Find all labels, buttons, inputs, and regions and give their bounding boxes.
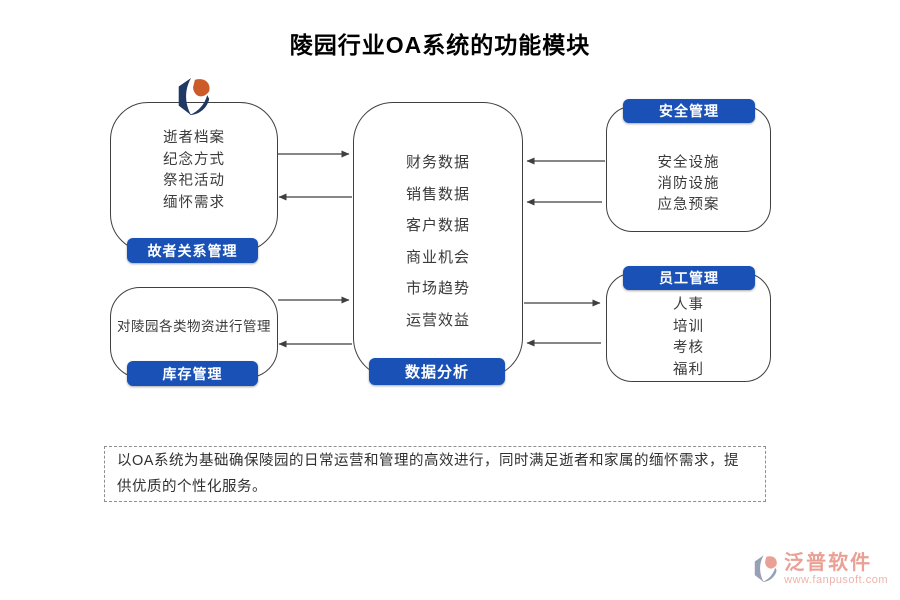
footer-brand-name: 泛普软件 bbox=[784, 552, 873, 574]
page-title: 陵园行业OA系统的功能模块 bbox=[289, 32, 591, 58]
data-analysis-box: 财务数据 销售数据 客户数据 商业机会 市场趋势 运营效益 bbox=[353, 102, 523, 378]
employee-item: 考核 bbox=[673, 340, 704, 356]
deceased-item: 逝者档案 bbox=[163, 130, 225, 146]
summary-box: 以OA系统为基础确保陵园的日常运营和管理的高效进行，同时满足逝者和家属的缅怀需求… bbox=[104, 446, 766, 502]
safety-item: 应急预案 bbox=[657, 197, 720, 213]
deceased-item: 缅怀需求 bbox=[163, 194, 225, 211]
safety-item: 安全设施 bbox=[657, 155, 720, 171]
deceased-relations-box: 逝者档案 纪念方式 祭祀活动 缅怀需求 bbox=[110, 102, 278, 252]
employee-item: 福利 bbox=[673, 361, 704, 378]
data-item: 市场趋势 bbox=[405, 280, 470, 297]
data-item: 运营效益 bbox=[405, 311, 470, 329]
inventory-management-label: 库存管理 bbox=[127, 361, 258, 386]
data-item: 客户数据 bbox=[405, 217, 470, 234]
deceased-item: 纪念方式 bbox=[163, 151, 225, 168]
summary-text: 以OA系统为基础确保陵园的日常运营和管理的高效进行，同时满足逝者和家属的缅怀需求… bbox=[117, 453, 739, 495]
data-item: 销售数据 bbox=[405, 185, 470, 203]
footer-url: www.fanpusoft.com bbox=[784, 574, 888, 586]
safety-item: 消防设施 bbox=[657, 176, 720, 192]
fanpu-logo-icon bbox=[178, 77, 210, 116]
employee-item: 人事 bbox=[673, 297, 704, 313]
employee-item: 培训 bbox=[673, 318, 704, 335]
footer-brand-block: 泛普软件 www.fanpusoft.com bbox=[750, 552, 888, 586]
safety-management-label: 安全管理 bbox=[623, 99, 755, 123]
data-analysis-label: 数据分析 bbox=[369, 358, 505, 385]
inventory-text: 对陵园各类物资进行管理 bbox=[117, 319, 271, 334]
safety-management-box: 安全设施 消防设施 应急预案 bbox=[606, 106, 771, 232]
data-item: 财务数据 bbox=[405, 154, 470, 171]
data-item: 商业机会 bbox=[405, 248, 470, 266]
employee-management-label: 员工管理 bbox=[623, 266, 755, 290]
deceased-item: 祭祀活动 bbox=[163, 173, 225, 189]
fanpu-footer-logo-icon bbox=[754, 555, 777, 582]
deceased-relations-label: 故者关系管理 bbox=[127, 238, 258, 263]
